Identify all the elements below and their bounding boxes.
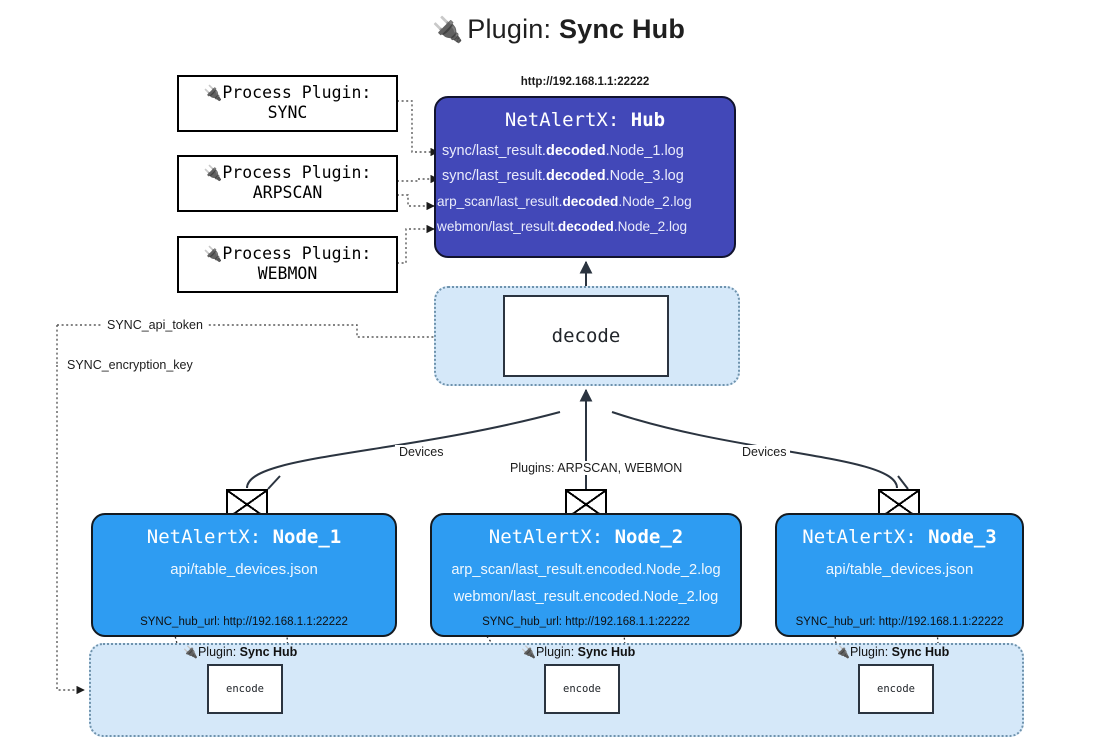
node-hub-url: SYNC_hub_url: http://192.168.1.1:22222 bbox=[482, 616, 690, 628]
encode-plugin-label-1: 🔌Plugin: Sync Hub bbox=[183, 645, 298, 659]
hub-node[interactable]: NetAlertX: Hub sync/last_result.decoded.… bbox=[434, 96, 736, 258]
node-box-node-2[interactable]: NetAlertX: Node_2 arp_scan/last_result.e… bbox=[430, 513, 742, 637]
process-plugin-name: SYNC bbox=[267, 102, 308, 122]
node-hub-url: SYNC_hub_url: http://192.168.1.1:22222 bbox=[140, 616, 348, 628]
encode-box-1[interactable]: encode bbox=[207, 664, 283, 714]
node-title-prefix: NetAlertX: bbox=[488, 526, 604, 548]
page-title-name: Sync Hub bbox=[558, 14, 686, 44]
plug-icon: 🔌 bbox=[835, 645, 850, 659]
node-hub-url: SYNC_hub_url: http://192.168.1.1:22222 bbox=[795, 616, 1004, 628]
node-log-line: api/table_devices.json bbox=[825, 561, 974, 578]
edge-label-plugins: Plugins: ARPSCAN, WEBMON bbox=[506, 461, 687, 475]
node-title-name: Node_3 bbox=[928, 526, 997, 548]
plug-icon: 🔌 bbox=[521, 645, 536, 659]
edge-label-encryption-key: SYNC_encryption_key bbox=[63, 358, 197, 372]
process-plugin-box-arpscan[interactable]: 🔌Process Plugin: ARPSCAN bbox=[177, 155, 398, 212]
encode-plugin-label-3: 🔌Plugin: Sync Hub bbox=[835, 645, 950, 659]
node-log-list: arp_scan/last_result.encoded.Node_2.log … bbox=[432, 557, 740, 611]
decode-box[interactable]: decode bbox=[503, 295, 669, 377]
hub-title-name: Hub bbox=[630, 109, 666, 131]
process-plugin-box-webmon[interactable]: 🔌Process Plugin: WEBMON bbox=[177, 236, 398, 293]
node-log-line: arp_scan/last_result.encoded.Node_2.log bbox=[451, 562, 721, 578]
hub-log-line: webmon/last_result.decoded.Node_2.log bbox=[437, 219, 688, 234]
node-log-list: api/table_devices.json bbox=[93, 557, 395, 582]
node-title-name: Node_2 bbox=[614, 526, 684, 548]
node-box-node-3[interactable]: NetAlertX: Node_3 api/table_devices.json… bbox=[775, 513, 1024, 637]
plug-icon: 🔌 bbox=[431, 16, 464, 44]
node-title-prefix: NetAlertX: bbox=[802, 526, 917, 548]
process-plugin-name: WEBMON bbox=[257, 263, 318, 283]
hub-log-line: arp_scan/last_result.decoded.Node_2.log bbox=[437, 194, 692, 209]
process-plugin-label: Process Plugin: bbox=[222, 163, 372, 182]
process-plugin-label: Process Plugin: bbox=[222, 244, 372, 263]
node-title: NetAlertX: Node_2 bbox=[432, 526, 740, 548]
page-title-prefix: Plugin: bbox=[467, 14, 552, 44]
node-log-list: api/table_devices.json bbox=[777, 557, 1022, 582]
edge-label-devices-left: Devices bbox=[395, 445, 448, 459]
plug-icon: 🔌 bbox=[183, 645, 198, 659]
page-title: 🔌Plugin: Sync Hub bbox=[0, 14, 1117, 45]
plug-icon: 🔌 bbox=[203, 245, 223, 263]
plug-icon: 🔌 bbox=[203, 164, 223, 182]
encode-box-2[interactable]: encode bbox=[544, 664, 620, 714]
edge-label-api-token: SYNC_api_token bbox=[103, 318, 207, 332]
node-log-line: api/table_devices.json bbox=[170, 561, 318, 578]
process-plugin-name: ARPSCAN bbox=[252, 182, 323, 202]
plug-icon: 🔌 bbox=[203, 84, 223, 102]
hub-title-prefix: NetAlertX: bbox=[504, 109, 620, 131]
encode-plugin-label-2: 🔌Plugin: Sync Hub bbox=[521, 645, 636, 659]
hub-log-line: sync/last_result.decoded.Node_3.log bbox=[442, 168, 684, 184]
edge-label-devices-right: Devices bbox=[738, 445, 791, 459]
process-plugin-box-sync[interactable]: 🔌Process Plugin: SYNC bbox=[177, 75, 398, 132]
node-title-name: Node_1 bbox=[272, 526, 342, 548]
node-log-line: webmon/last_result.encoded.Node_2.log bbox=[453, 589, 719, 605]
hub-log-line: sync/last_result.decoded.Node_1.log bbox=[442, 143, 684, 159]
node-title: NetAlertX: Node_1 bbox=[93, 526, 395, 548]
node-title: NetAlertX: Node_3 bbox=[777, 526, 1022, 548]
hub-title: NetAlertX: Hub bbox=[436, 109, 734, 131]
node-title-prefix: NetAlertX: bbox=[146, 526, 262, 548]
hub-url-label: http://192.168.1.1:22222 bbox=[520, 76, 650, 88]
node-box-node-1[interactable]: NetAlertX: Node_1 api/table_devices.json… bbox=[91, 513, 397, 637]
encode-box-3[interactable]: encode bbox=[858, 664, 934, 714]
process-plugin-label: Process Plugin: bbox=[222, 83, 372, 102]
hub-log-list: sync/last_result.decoded.Node_1.log sync… bbox=[436, 139, 734, 239]
